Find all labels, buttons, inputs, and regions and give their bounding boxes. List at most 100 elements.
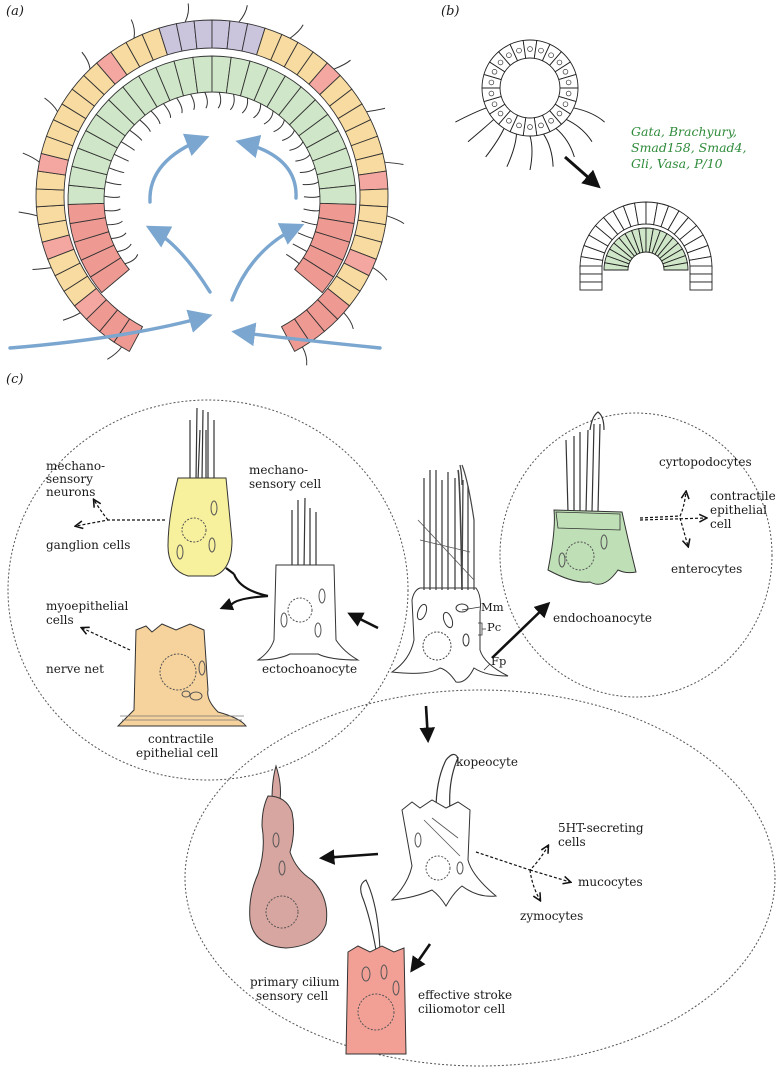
cilium bbox=[62, 312, 81, 321]
nucleus bbox=[488, 90, 495, 97]
ecto-lineage-ellipse bbox=[7, 399, 409, 781]
flow-arrows bbox=[8, 133, 382, 350]
flagellum bbox=[566, 118, 593, 142]
flow-arrow-mid-right bbox=[230, 223, 305, 302]
nucleus bbox=[516, 47, 522, 54]
nucleus bbox=[527, 46, 533, 52]
label-nerve-net: nerve net bbox=[46, 662, 104, 676]
flagellum bbox=[162, 103, 172, 118]
label-zymocytes: zymocytes bbox=[520, 909, 583, 923]
nucleus bbox=[538, 47, 544, 54]
flow-arrow-outer-left bbox=[8, 309, 213, 350]
flagellum bbox=[103, 195, 121, 198]
flagellum bbox=[297, 232, 314, 239]
cilium bbox=[302, 346, 308, 366]
gene-list-line1: Gata, Brachyury, bbox=[631, 124, 737, 139]
outer-epithelial-cell bbox=[193, 19, 213, 50]
label-mechanosensory-neurons-1: mechano- bbox=[46, 459, 105, 473]
label-myoepithelial-1: myoepithelial bbox=[46, 599, 128, 613]
gastrula-drawing bbox=[579, 201, 713, 291]
flagellum bbox=[113, 153, 129, 162]
gastrula-wall-cell bbox=[689, 265, 713, 275]
gastrula-wall-cell bbox=[579, 281, 603, 291]
label-contractile-epithelial-2: epithelial cell bbox=[136, 746, 218, 760]
flagellum bbox=[289, 141, 304, 151]
cilium bbox=[372, 267, 388, 281]
label-ganglion-cells: ganglion cells bbox=[46, 538, 130, 552]
flow-arrow-inner-right bbox=[235, 134, 298, 200]
flow-arrow-inner-left bbox=[148, 133, 210, 204]
cilium bbox=[386, 215, 405, 225]
pc-bracket bbox=[478, 622, 486, 636]
label-pc: Pc bbox=[487, 620, 501, 634]
panel-a-label: (a) bbox=[6, 4, 24, 19]
flagellum bbox=[467, 119, 495, 143]
cilium bbox=[44, 97, 58, 112]
kopeo-dashed-arrows bbox=[475, 846, 570, 900]
stem-choanocyte bbox=[390, 464, 509, 683]
label-kopeocyte: kopeocyte bbox=[456, 755, 518, 769]
flagellum bbox=[129, 129, 143, 141]
label-contractile-right-1: contractile bbox=[710, 489, 776, 503]
label-contractile-right-3: cell bbox=[710, 517, 732, 531]
cilium bbox=[18, 211, 38, 217]
effective-stroke-ciliomotor-cell bbox=[345, 879, 407, 1055]
cilium bbox=[366, 107, 386, 113]
outer-epithelial-cell bbox=[280, 318, 311, 353]
cilium bbox=[333, 59, 351, 70]
cilium bbox=[22, 152, 40, 163]
label-effective-stroke-2: ciliomotor cell bbox=[418, 1002, 505, 1016]
gastrula-wall-cell bbox=[579, 265, 603, 275]
contractile-dashed-arrow bbox=[82, 628, 131, 651]
flagellum bbox=[543, 133, 554, 167]
nucleus bbox=[548, 52, 554, 58]
kopeocyte-cell bbox=[390, 753, 498, 907]
flow-arrow-mid-left bbox=[145, 225, 212, 294]
flagellum bbox=[117, 243, 132, 253]
nucleus bbox=[506, 52, 512, 58]
cilium bbox=[32, 267, 52, 271]
nucleus bbox=[491, 101, 498, 107]
flagellum bbox=[190, 93, 195, 111]
cilium bbox=[384, 161, 404, 165]
label-effective-stroke-1: effective stroke bbox=[418, 988, 512, 1002]
inner-choanocyte-cell bbox=[294, 257, 335, 294]
flagellum bbox=[299, 167, 316, 174]
cilium bbox=[289, 24, 304, 39]
fp-leader-line bbox=[483, 663, 491, 671]
endo-dashed-arrows bbox=[639, 492, 706, 546]
arrow-to-endochoanocyte bbox=[491, 601, 551, 659]
contractile-epithelial-cell bbox=[116, 623, 248, 727]
nucleus bbox=[556, 59, 563, 66]
flagellum bbox=[204, 92, 208, 109]
label-mucocytes: mucocytes bbox=[578, 875, 643, 889]
nucleus bbox=[491, 69, 498, 75]
panel-b-label: (b) bbox=[441, 4, 459, 19]
flagellum bbox=[139, 119, 151, 132]
nucleus bbox=[565, 90, 572, 97]
nucleus bbox=[562, 101, 569, 107]
flagellum bbox=[106, 220, 123, 226]
nucleus bbox=[516, 122, 522, 129]
gastrula-inner-cell bbox=[663, 262, 689, 271]
nucleus bbox=[497, 110, 504, 117]
panel-c-label: (c) bbox=[6, 372, 23, 387]
cilium bbox=[81, 51, 91, 70]
flagellum bbox=[104, 208, 121, 212]
flagellum bbox=[105, 181, 122, 186]
flagellum bbox=[302, 181, 319, 186]
gastrula-wall-cell bbox=[689, 273, 713, 283]
label-mechanosensory-neurons-3: neurons bbox=[46, 485, 95, 499]
flagellum bbox=[455, 107, 487, 123]
nucleus bbox=[527, 124, 533, 130]
blastula-drawing bbox=[455, 39, 605, 171]
label-mechanosensory-neurons-2: sensory bbox=[46, 472, 93, 486]
stem-arrows bbox=[347, 601, 551, 744]
flagellum bbox=[292, 243, 308, 253]
kopeo-lineage-ellipse bbox=[184, 689, 776, 1067]
flagellum bbox=[241, 97, 249, 114]
arrow-to-primary-cilium bbox=[318, 849, 379, 865]
label-mechanosensory-cell-2: sensory cell bbox=[249, 477, 321, 491]
label-endochoanocyte: endochoanocyte bbox=[553, 611, 652, 625]
